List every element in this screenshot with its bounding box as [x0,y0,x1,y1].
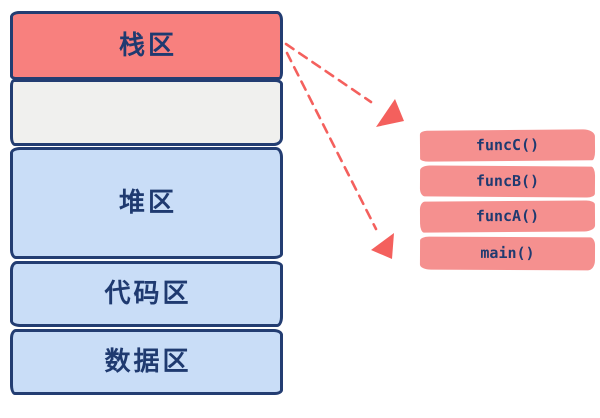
call-stack-frame-funcA-label: funcA() [475,206,540,226]
memory-region-heap-label: 堆区 [118,188,177,218]
call-stack-frame-funcB-label: funcB() [475,171,540,191]
call-stack-frame-main-label: main() [480,243,535,263]
dashed-arrow-to-main-frame [285,51,378,231]
call-stack-frame-funcC-label: funcC() [475,135,540,155]
call-stack-frame-funcA: funcA() [419,200,596,233]
dashed-arrow-to-callstack-top [284,42,373,104]
memory-region-free [10,79,283,146]
arrowhead-callstack-top-icon [376,99,404,127]
memory-region-heap: 堆区 [10,147,283,259]
memory-region-data-label: 数据区 [104,347,192,377]
call-stack-frame-funcC: funcC() [419,129,596,162]
arrowhead-main-frame-icon [371,233,394,259]
memory-region-data: 数据区 [10,329,283,395]
memory-region-stack: 栈区 [10,11,283,80]
call-stack-frame-main: main() [419,236,596,271]
memory-region-stack-label: 栈区 [118,30,177,61]
memory-region-code-label: 代码区 [104,279,192,309]
memory-region-code: 代码区 [10,261,283,327]
call-stack-frame-funcB: funcB() [419,165,596,198]
